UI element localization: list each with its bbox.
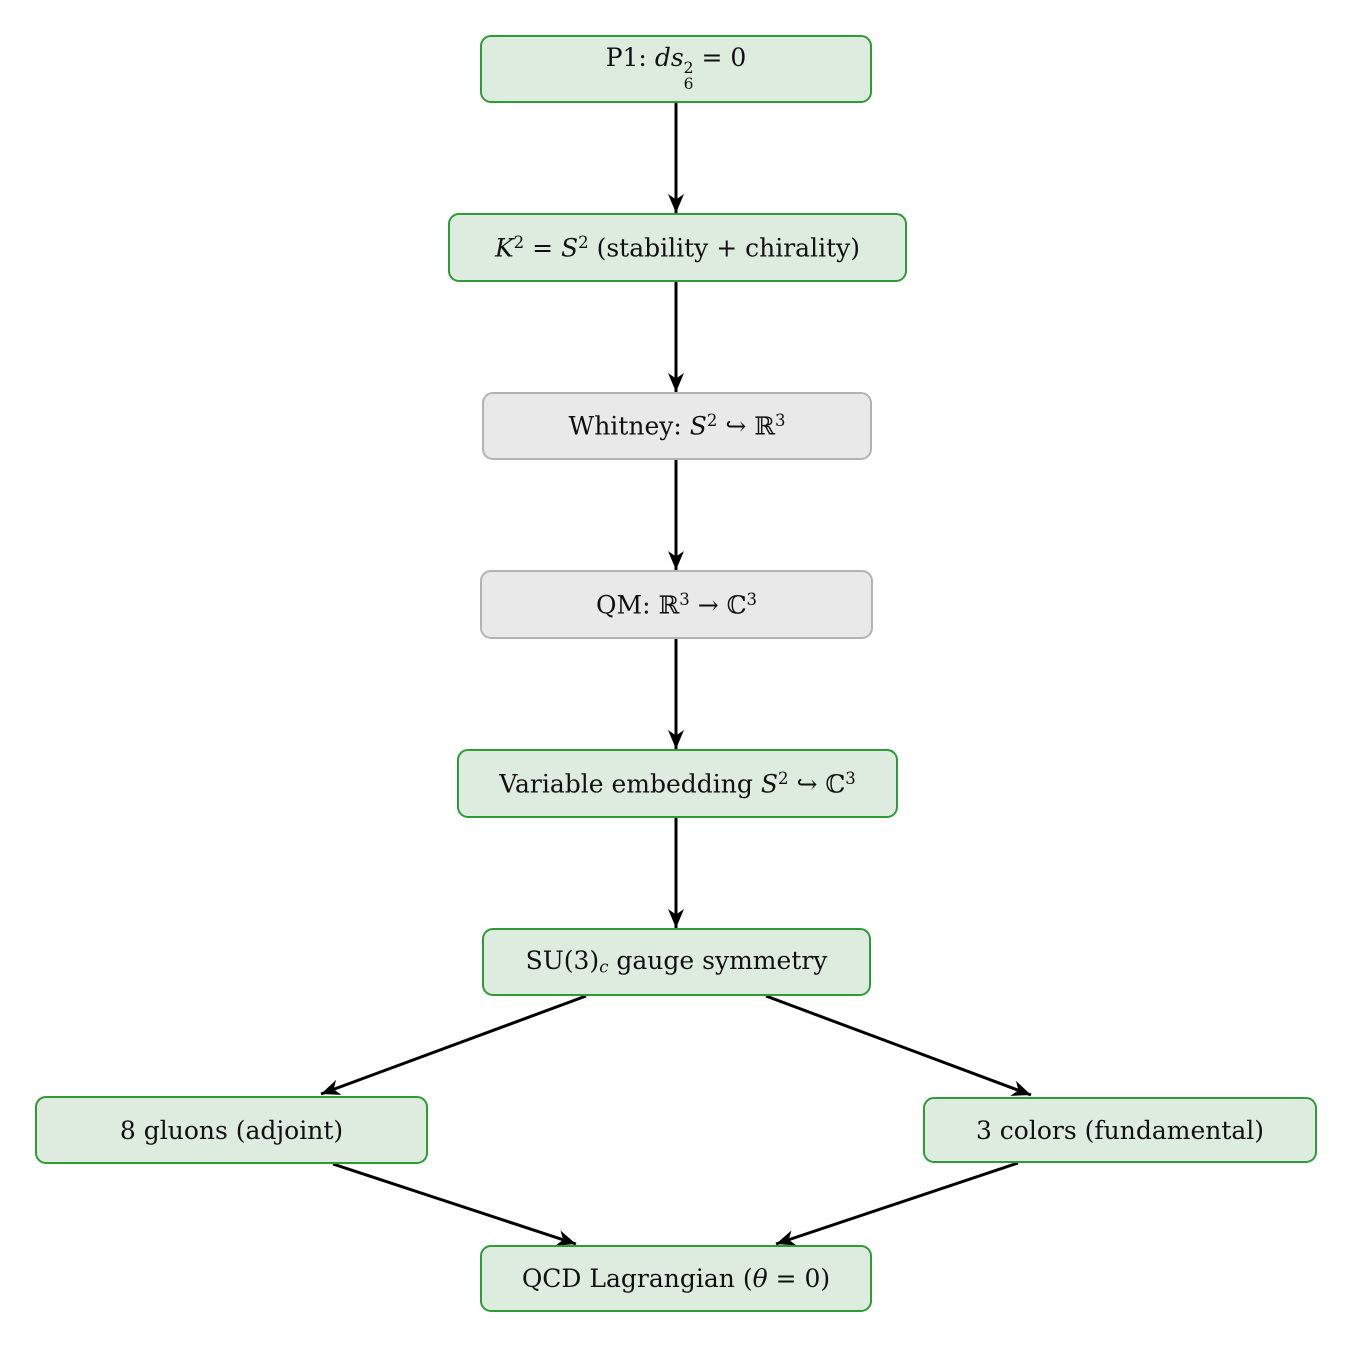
node-qcd-lagrangian-label: QCD Lagrangian (θ = 0) [521, 1264, 831, 1293]
arrow-gluons-to-qcd [332, 1162, 577, 1246]
node-su3-gauge-label: SU(3)c gauge symmetry [525, 946, 828, 977]
node-colors: 3 colors (fundamental) [923, 1097, 1317, 1163]
arrow-su3-to-colors [765, 994, 1032, 1097]
node-k2-s2: K2 = S2 (stability + chirality) [448, 213, 907, 282]
node-qcd-lagrangian: QCD Lagrangian (θ = 0) [480, 1245, 872, 1312]
node-qm: QM: ℝ3 → ℂ3 [480, 570, 873, 639]
node-gluons-label: 8 gluons (adjoint) [119, 1115, 344, 1145]
arrow-su3-to-gluons [320, 994, 587, 1096]
node-variable-embedding: Variable embedding S2 ↪ ℂ3 [457, 749, 898, 818]
node-variable-embedding-label: Variable embedding S2 ↪ ℂ3 [499, 768, 856, 799]
node-whitney-label: Whitney: S2 ↪ ℝ3 [568, 411, 786, 441]
node-colors-label: 3 colors (fundamental) [975, 1115, 1265, 1145]
node-gluons: 8 gluons (adjoint) [35, 1096, 428, 1164]
node-whitney: Whitney: S2 ↪ ℝ3 [482, 392, 872, 460]
arrow-colors-to-qcd [775, 1161, 1019, 1246]
node-qm-label: QM: ℝ3 → ℂ3 [596, 589, 757, 620]
node-su3-gauge: SU(3)c gauge symmetry [482, 928, 871, 996]
node-k2-s2-label: K2 = S2 (stability + chirality) [494, 232, 861, 263]
